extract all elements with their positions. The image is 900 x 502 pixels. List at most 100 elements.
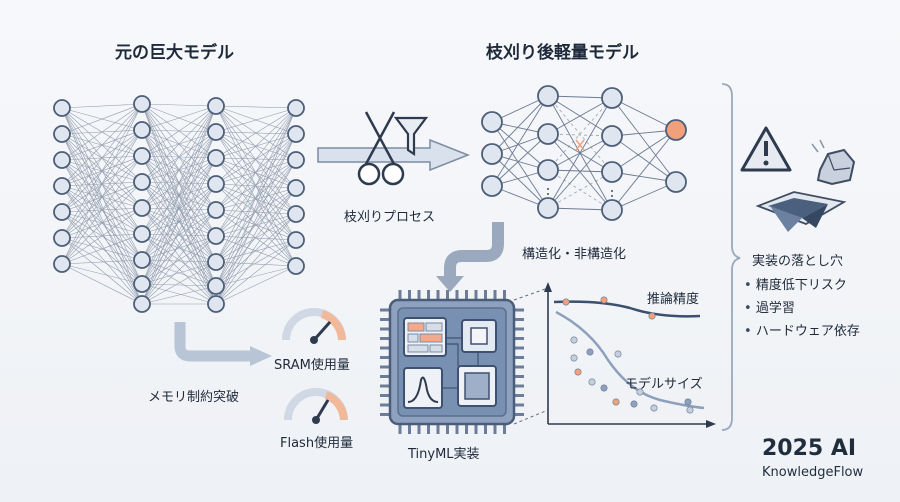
neuron: [207, 201, 225, 219]
neuron: [287, 151, 305, 169]
scatter-point: [570, 336, 578, 344]
brand-year-title: 2025 AI: [762, 436, 857, 461]
to-tinyml-arrow: [444, 222, 504, 280]
tinyml-label: TinyML実装: [408, 447, 480, 462]
funnel-icon: [393, 116, 429, 157]
sram-gauge-icon: [282, 308, 346, 344]
scatter-point: [686, 406, 694, 414]
pruned-mark: [575, 139, 585, 151]
neuron: [665, 119, 687, 141]
neuron: [53, 99, 71, 117]
rock-icon: [811, 139, 856, 186]
pitfalls-bracket: [721, 83, 741, 431]
neuron: [133, 173, 151, 191]
scatter-point: [612, 398, 620, 406]
tinyml-chip: [380, 290, 524, 434]
pruned-model-title: 枝刈り後軽量モデル: [486, 43, 639, 63]
pitfalls-list: 精度低下リスク 過学習 ハードウェア依存: [744, 270, 860, 343]
neuron: [287, 205, 305, 223]
neuron: [133, 121, 151, 139]
scatter-point: [588, 378, 596, 386]
scatter-point: [684, 398, 692, 406]
pitfalls-title: 実装の落とし穴: [752, 254, 844, 269]
neuron: [481, 175, 503, 197]
pitfall-item: ハードウェア依存: [744, 320, 860, 339]
neuron: [287, 125, 305, 143]
scatter-point: [630, 400, 638, 408]
neuron: [207, 97, 225, 115]
neuron: [537, 85, 559, 107]
neuron: [133, 147, 151, 165]
neuron: [537, 159, 559, 181]
scissors-icon: [357, 111, 405, 186]
accuracy-label: 推論精度: [647, 292, 700, 307]
memory-constraint-label: メモリ制約突破: [148, 390, 240, 405]
neuron: [287, 231, 305, 249]
neuron: [53, 229, 71, 247]
neuron: [207, 253, 225, 271]
neuron: [53, 177, 71, 195]
pitfall-item: 精度低下リスク: [744, 274, 860, 293]
scatter-point: [614, 350, 622, 358]
scatter-point: [570, 354, 578, 362]
neuron: [601, 125, 623, 147]
neuron: [133, 251, 151, 269]
neuron: [287, 179, 305, 197]
neuron: [53, 125, 71, 143]
pit-icon: [755, 191, 847, 232]
scatter-point: [600, 296, 608, 304]
memory-arrow: [174, 322, 254, 362]
pruning-arrow: [317, 138, 471, 172]
neuron: [53, 203, 71, 221]
tradeoff-chart: [544, 282, 716, 428]
scatter-point: [650, 404, 658, 412]
neuron: [601, 199, 623, 221]
original-model-network: [53, 95, 305, 313]
neuron: [207, 175, 225, 193]
neuron: [481, 111, 503, 133]
edges: [61, 103, 297, 305]
neuron: [207, 123, 225, 141]
neuron: [601, 87, 623, 109]
flash-usage-label: Flash使用量: [280, 436, 354, 451]
sram-usage-label: SRAM使用量: [274, 358, 350, 373]
neuron: [481, 143, 503, 165]
neuron: [133, 275, 151, 293]
neuron: [53, 255, 71, 273]
accuracy-curve: [553, 300, 701, 318]
warning-icon: [740, 126, 792, 172]
scatter-point: [586, 348, 594, 356]
neuron: [601, 161, 623, 183]
neuron: [53, 151, 71, 169]
neuron: [537, 123, 559, 145]
neuron: [207, 227, 225, 245]
pruning-process-label: 枝刈りプロセス: [344, 210, 436, 225]
pitfall-item: 過学習: [744, 297, 860, 316]
pruned-edges: [547, 95, 613, 211]
neuron: [207, 149, 225, 167]
neuron: [207, 295, 225, 313]
scatter-point: [600, 384, 608, 392]
neuron: [537, 197, 559, 219]
scatter-point: [562, 298, 570, 306]
flash-gauge-icon: [284, 388, 348, 424]
neuron: [207, 277, 225, 295]
neuron: [133, 199, 151, 217]
scatter-point: [648, 312, 656, 320]
scatter-point: [636, 388, 644, 396]
model-size-curve: [555, 310, 705, 410]
brand-name: KnowledgeFlow: [762, 465, 864, 480]
neuron: [133, 95, 151, 113]
neuron: [287, 99, 305, 117]
original-model-title: 元の巨大モデル: [115, 43, 234, 63]
neuron: [665, 171, 687, 193]
pruned-model-network: [481, 85, 687, 221]
neuron: [133, 225, 151, 243]
model-size-label: モデルサイズ: [625, 377, 703, 392]
neuron: [287, 257, 305, 275]
scatter-point: [574, 368, 582, 376]
structured-label: 構造化・非構造化: [522, 247, 627, 262]
neuron: [133, 295, 151, 313]
